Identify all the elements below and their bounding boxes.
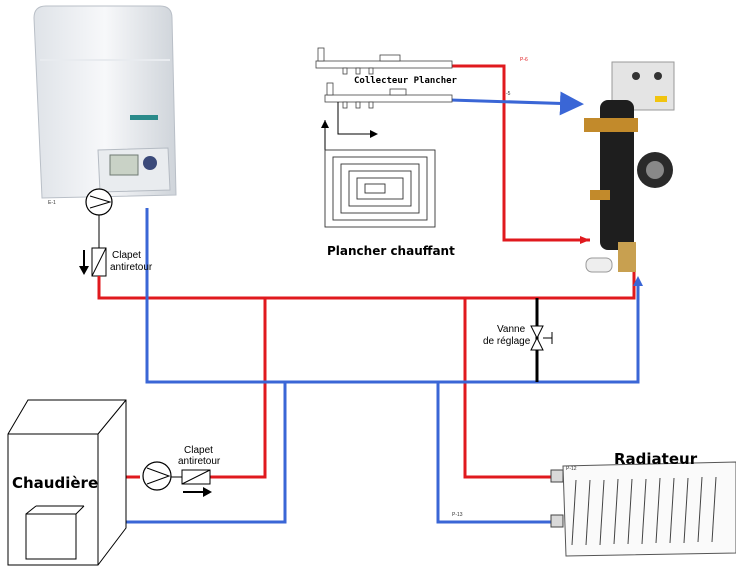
- supply-pipes: [97, 64, 636, 479]
- tag-e1: E-1: [48, 200, 56, 206]
- check-valve-icon: [181, 469, 211, 485]
- balancing-valve-icon: [530, 298, 553, 382]
- tag-p12: P-12: [566, 466, 577, 472]
- radiant-coil-icon: [324, 149, 436, 228]
- tag-p13: P-13: [452, 512, 463, 518]
- vanne-label-line2: de réglage: [483, 336, 531, 347]
- check-valve-icon: [91, 247, 107, 277]
- mixing-group-icon: [584, 61, 675, 273]
- return-pipes: [125, 91, 640, 524]
- radiateur-label: Radiateur: [614, 450, 698, 468]
- boiler-icon: [7, 399, 127, 566]
- clapet1-label-line2: antiretour: [110, 262, 153, 273]
- wall-boiler-icon: [33, 5, 177, 199]
- vanne-label-line1: Vanne: [497, 324, 526, 335]
- tag-p5: -5: [506, 91, 511, 97]
- clapet1-label-line1: Clapet: [112, 250, 141, 261]
- pump-icon: [85, 188, 113, 216]
- radiator-icon: [550, 461, 736, 557]
- pump-icon: [142, 461, 172, 491]
- chaudiere-label: Chaudière: [12, 474, 99, 492]
- tag-p6: P-6: [520, 57, 528, 63]
- clapet2-label-line1: Clapet: [184, 445, 213, 456]
- clapet2-label-line2: antiretour: [178, 456, 221, 467]
- collecteur-label: Collecteur Plancher: [354, 76, 457, 86]
- manifold-icon: [315, 47, 453, 109]
- plancher-label: Plancher chauffant: [327, 244, 455, 258]
